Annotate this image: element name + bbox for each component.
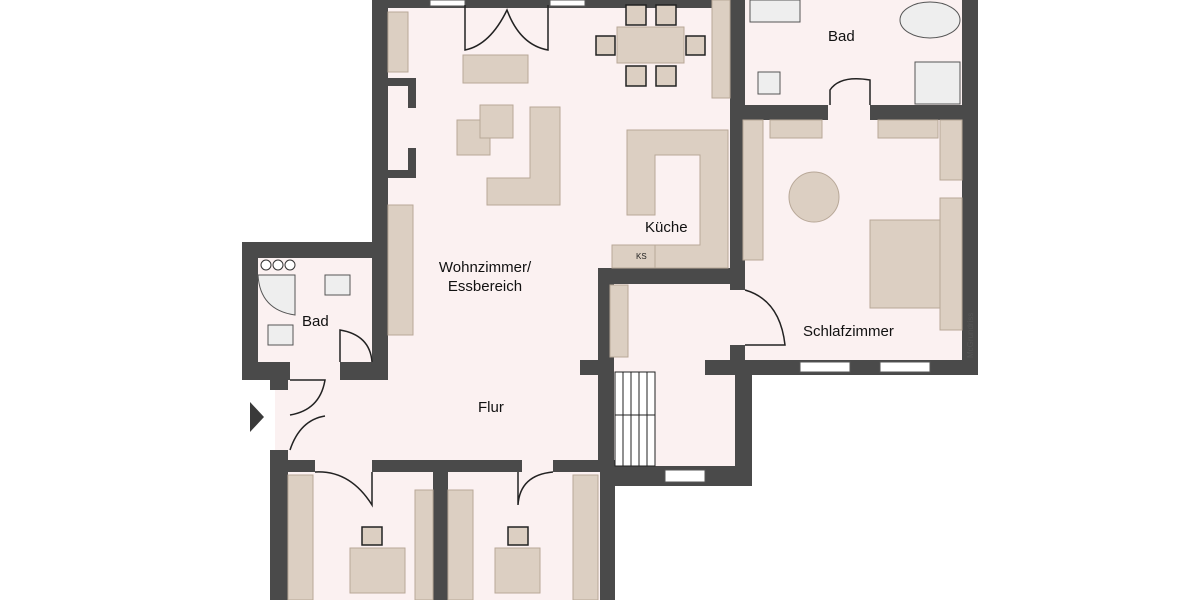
room-label-living-line1: Wohnzimmer/ (438, 259, 532, 276)
room-label-living: Wohnzimmer/ Essbereich (420, 258, 550, 296)
doors (289, 5, 871, 508)
walls (242, 0, 978, 600)
room-label-hall: Flur (478, 399, 504, 416)
room-label-bedroom: Schlafzimmer (803, 323, 894, 340)
watermark: McGrundriss (966, 312, 975, 358)
room-label-kitchen: Küche (645, 219, 688, 236)
entrance-arrow-icon (250, 402, 264, 432)
windows (429, 0, 931, 483)
room-label-bath-left: Bad (302, 313, 329, 330)
room-label-living-line2: Essbereich (447, 278, 523, 295)
bath-fixtures (257, 0, 961, 346)
furniture (287, 0, 963, 600)
floor-areas (250, 0, 970, 600)
stairs (614, 371, 656, 467)
fridge-label: KS (636, 252, 647, 261)
room-label-bath-top: Bad (828, 28, 855, 45)
